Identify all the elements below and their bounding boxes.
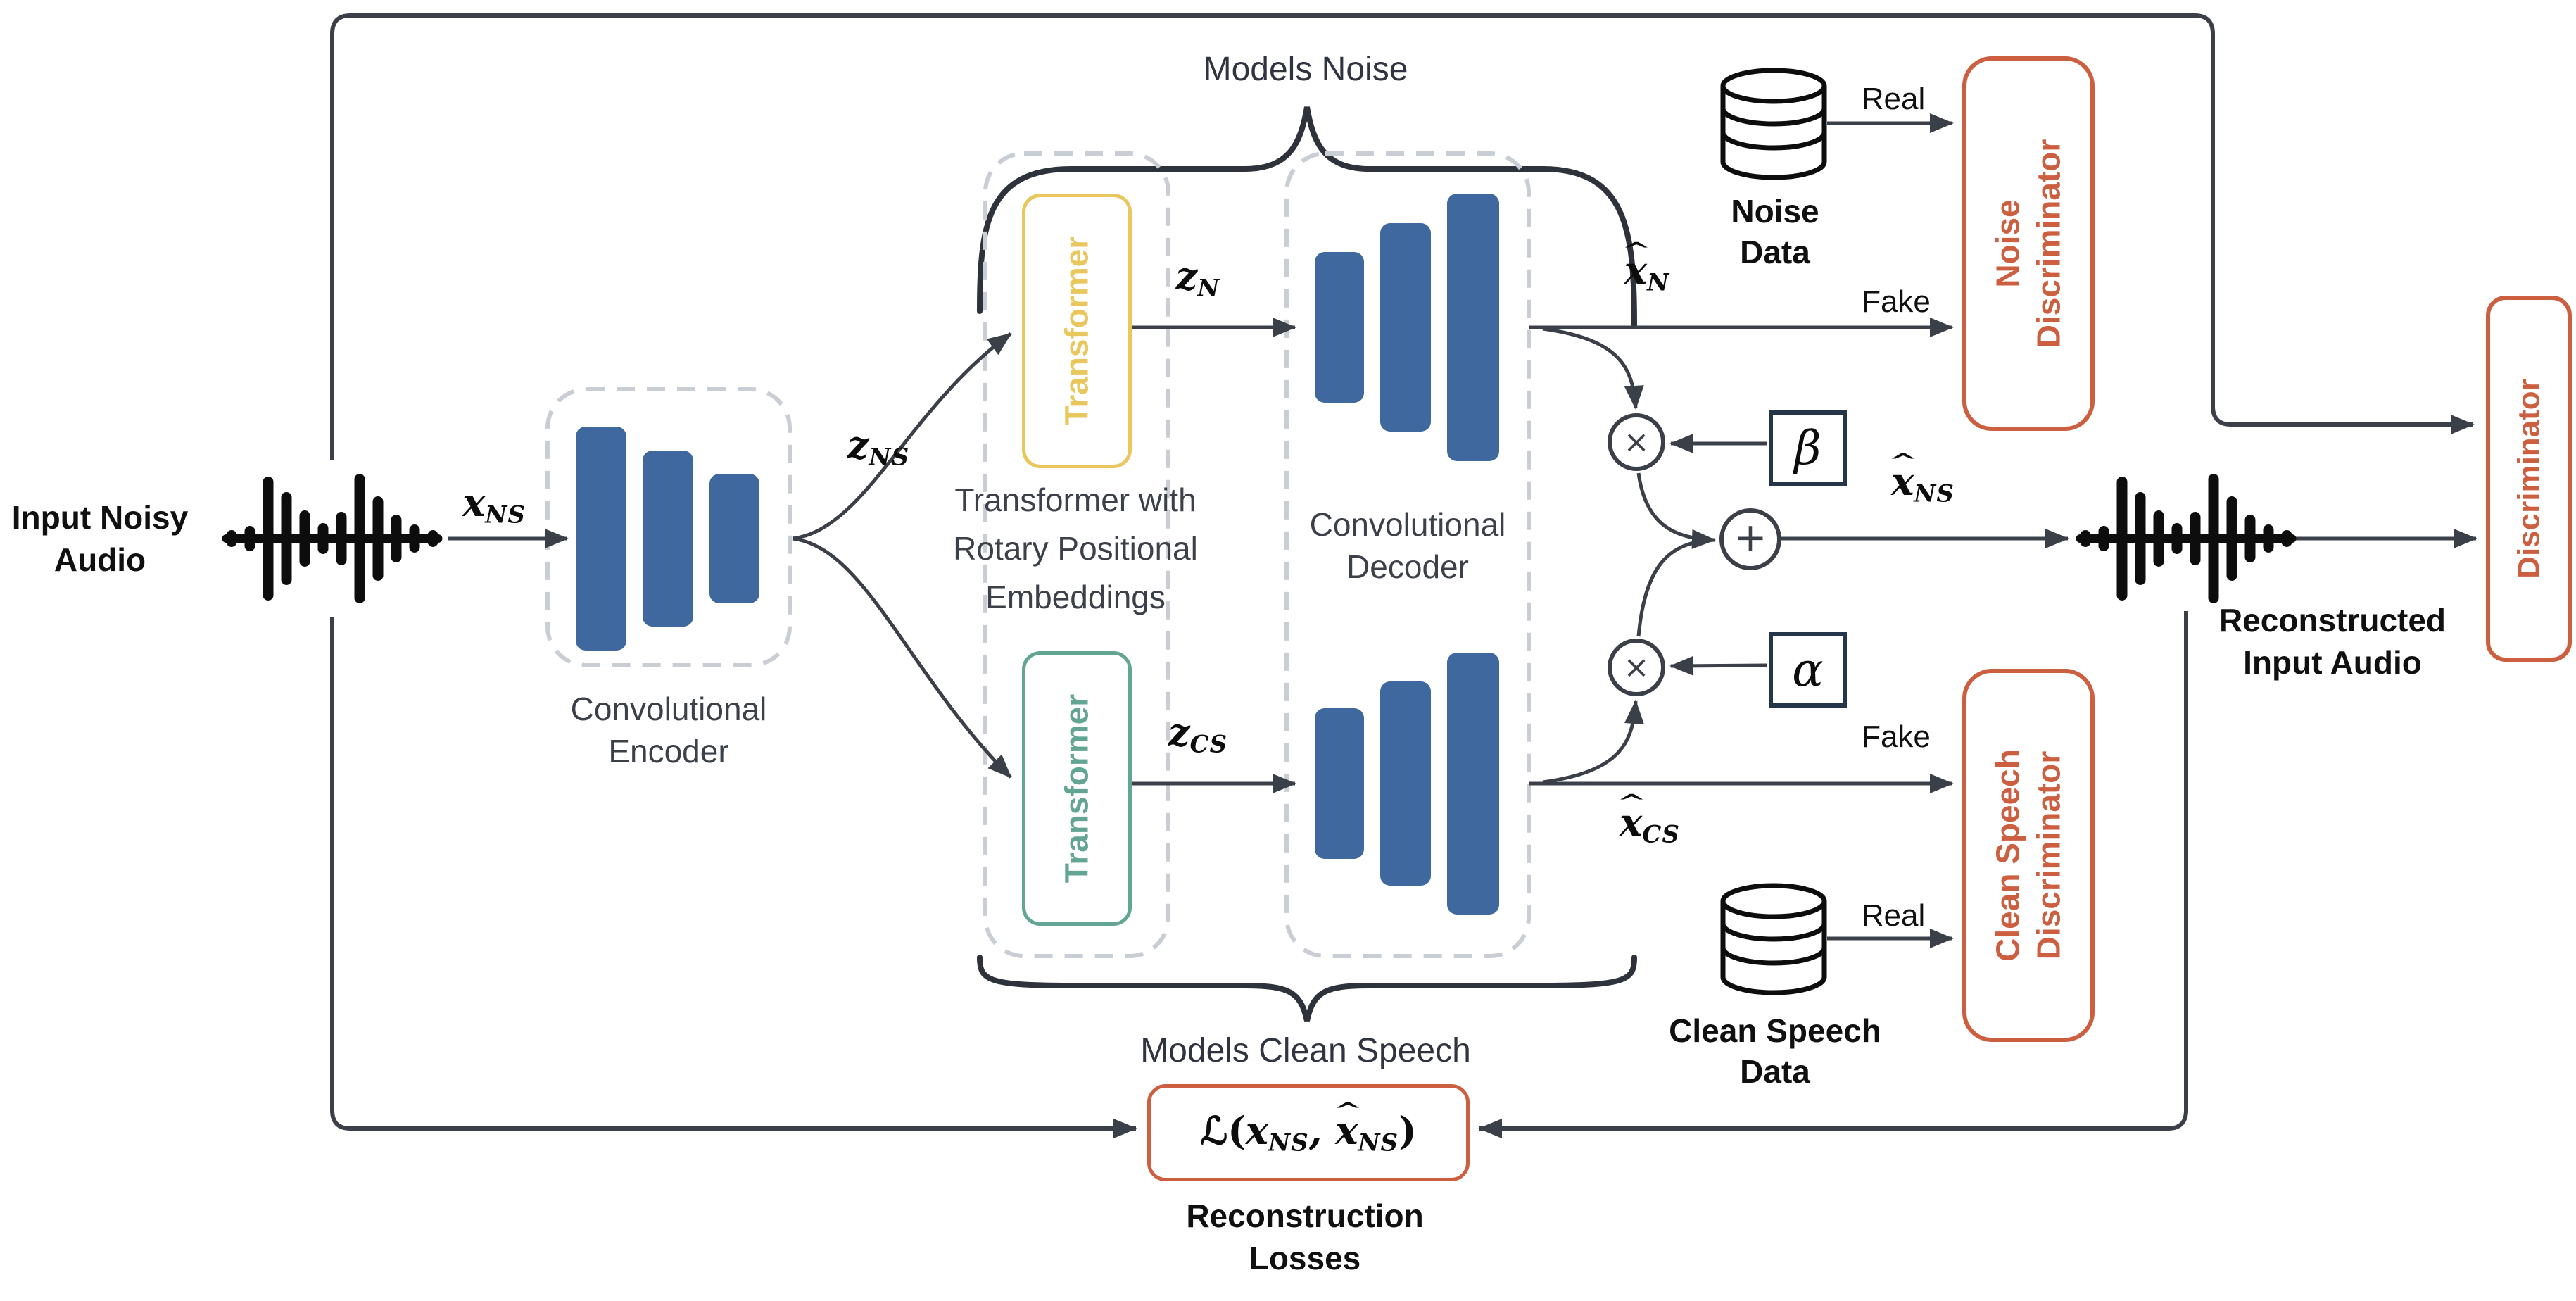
- curve-encoder-to-transformer-top: [792, 332, 1012, 541]
- loop-input-to-discriminator: [330, 13, 2475, 434]
- z-ns-label: zNS: [847, 422, 910, 472]
- convolutional-decoder-top-bars: [1315, 194, 1499, 461]
- plus-glyph: +: [1734, 515, 1767, 561]
- x-ns-label: xNS: [462, 480, 526, 529]
- plus-icon: [1719, 508, 1781, 570]
- loop-input-to-loss: [330, 70, 1137, 1138]
- real-label-bottom: Real: [1861, 898, 1926, 933]
- alpha-label: α: [1792, 643, 1824, 697]
- curly-brace-icon: [977, 106, 1637, 328]
- rope-label: Transformer with Rotary Positional Embed…: [953, 482, 1198, 615]
- alpha-weight-box: α: [1769, 632, 1847, 708]
- z-n-label: zN: [1175, 253, 1220, 303]
- conv-decoder-label: Convolutional Decoder: [1309, 506, 1506, 585]
- transformer-dashed-container: [983, 151, 1170, 958]
- xhat-n-label: ^xN: [1622, 238, 1670, 297]
- transformer-noise-label: Transformer: [1058, 236, 1095, 426]
- convolutional-decoder-bottom-bars: [1315, 653, 1499, 915]
- reconstruction-loss-box: ℒ(xNS, ^xNS): [1147, 1084, 1470, 1181]
- transformer-clean-box: Transformer: [1022, 651, 1132, 926]
- curly-brace-icon: [977, 955, 1637, 1022]
- fake-label-top: Fake: [1862, 284, 1931, 319]
- multiply-icon: [1608, 413, 1665, 471]
- noise-discriminator-box: Noise Discriminator: [1962, 56, 2095, 431]
- z-cs-label: zCS: [1168, 710, 1228, 759]
- convolutional-encoder-bars: [576, 427, 759, 650]
- multiply-icon: [1608, 639, 1665, 696]
- noise-data-label: Noise Data: [1731, 193, 1819, 270]
- database-icon: [1720, 68, 1827, 180]
- xhat-cs-label: ^xCS: [1617, 790, 1680, 849]
- real-label-top: Real: [1861, 82, 1926, 116]
- loss-formula: ℒ(xNS, ^xNS): [1200, 1098, 1417, 1157]
- curve-xhatn-to-multiply: [1542, 327, 1644, 410]
- transformer-clean-label: Transformer: [1058, 693, 1095, 884]
- curve-xhatcs-to-multiply: [1542, 700, 1644, 784]
- clean-speech-data-label: Clean Speech Data: [1669, 1012, 1881, 1090]
- input-audio-label: Input Noisy Audio: [11, 499, 189, 578]
- waveform-icon: [216, 460, 448, 617]
- multiply-glyph: ×: [1623, 424, 1650, 460]
- reconstructed-audio-label: Reconstructed Input Audio: [2218, 602, 2446, 681]
- clean-speech-discriminator-label: Clean Speech Discriminator: [1989, 749, 2067, 962]
- reconstruction-losses-label: Reconstruction Losses: [1186, 1198, 1424, 1276]
- clean-speech-discriminator-box: Clean Speech Discriminator: [1962, 669, 2095, 1042]
- conv-encoder-label: Convolutional Encoder: [570, 691, 767, 769]
- xhat-ns-label: ^xNS: [1888, 449, 1955, 508]
- models-clean-speech-label: Models Clean Speech: [1140, 1032, 1471, 1069]
- database-icon: [1720, 883, 1827, 995]
- arrow-alpha-to-multiply: [1669, 655, 1767, 676]
- curve-multiply-bottom-to-add: [1636, 538, 1715, 637]
- curve-multiply-top-to-add: [1636, 472, 1716, 549]
- multiply-glyph: ×: [1623, 649, 1650, 686]
- waveform-icon: [2076, 474, 2297, 603]
- models-noise-label: Models Noise: [1203, 51, 1408, 88]
- fake-label-bottom: Fake: [1862, 719, 1931, 754]
- noise-discriminator-label: Noise Discriminator: [1989, 139, 2067, 348]
- curve-encoder-to-transformer-bottom: [792, 536, 1012, 779]
- decoder-dashed-container: [1284, 151, 1531, 958]
- discriminator-label: Discriminator: [2511, 379, 2546, 579]
- transformer-noise-box: Transformer: [1022, 194, 1132, 468]
- beta-weight-box: β: [1769, 410, 1847, 486]
- loop-reconstructed-to-loss: [1478, 611, 2188, 1138]
- beta-label: β: [1794, 421, 1821, 475]
- discriminator-box: Discriminator: [2486, 296, 2572, 662]
